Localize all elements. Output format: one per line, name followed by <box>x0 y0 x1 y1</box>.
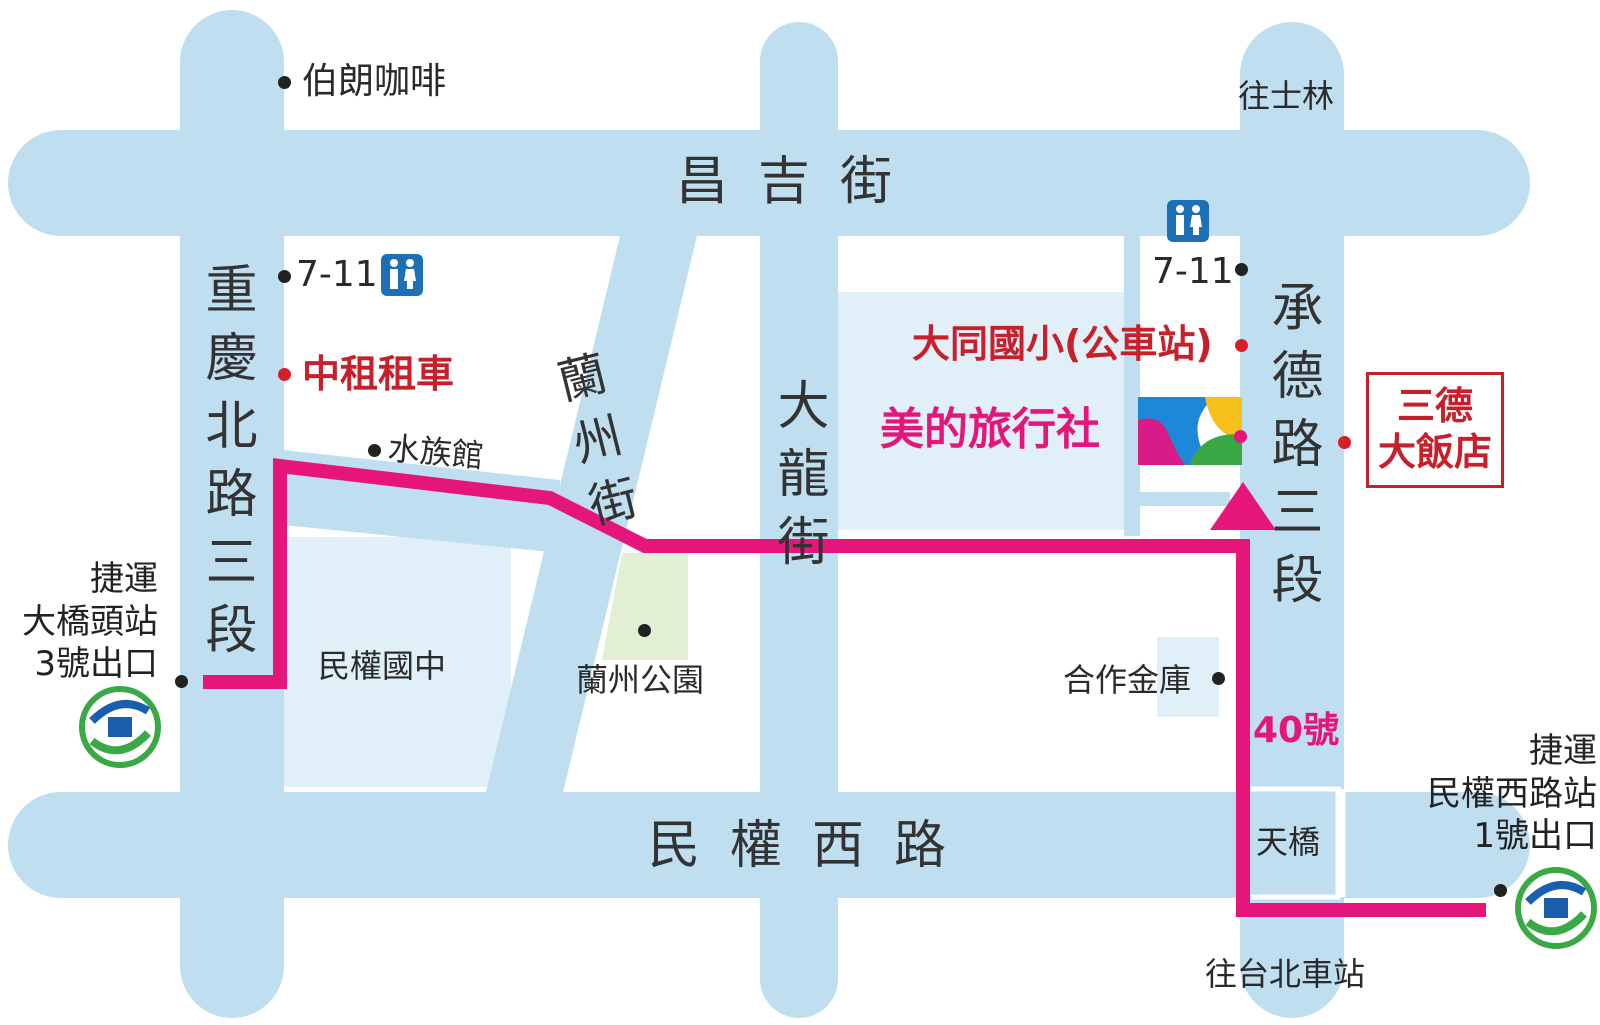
road-label-minquan-west: 民權西路 <box>648 816 977 876</box>
poi-lanzhou-park[interactable]: 蘭州公園 <box>576 661 705 699</box>
taipei-metro-logo-icon <box>79 686 161 768</box>
mrt-minquan-west-line3: 1號出口 <box>1473 816 1597 856</box>
seven-eleven-right-marker <box>1235 263 1248 276</box>
seven-eleven-left-marker <box>278 270 291 283</box>
direction-to-shilin: 往士林 <box>1238 77 1335 115</box>
block-minquan-junior-high <box>283 537 511 787</box>
poi-aquarium[interactable]: 水族館 <box>386 429 486 476</box>
mrt-minquan-west-line2: 民權西路站 <box>1427 773 1597 814</box>
mrt-daqiaotou-label[interactable]: 捷運 大橋頭站 3號出口 <box>22 558 158 686</box>
road-school-lane[interactable] <box>1128 492 1230 506</box>
mrt-daqiaotou-marker <box>175 675 188 688</box>
restroom-icon <box>1167 200 1209 242</box>
road-dalong[interactable] <box>760 22 838 1018</box>
poi-seven-eleven-right[interactable]: 7-11 <box>1152 251 1234 292</box>
road-label-chongqing-north: 重慶北路三段 <box>196 262 256 670</box>
block-cooperative-bank <box>1157 637 1219 717</box>
mrt-minquan-west-marker <box>1494 884 1507 897</box>
car-rental-marker <box>278 368 291 381</box>
hotel-name-line1: 三德 <box>1396 384 1473 429</box>
hotel-marker <box>1338 436 1351 449</box>
lanzhou-park-marker <box>638 624 651 637</box>
cooperative-bank-marker <box>1212 672 1225 685</box>
route-arrow <box>1210 482 1276 530</box>
skybridge[interactable] <box>1243 786 1341 900</box>
poi-travel-agency[interactable]: 美的旅行社 <box>880 404 1100 455</box>
poi-datong-elementary[interactable]: 大同國小(公車站) <box>912 322 1213 366</box>
poi-hotel[interactable]: 三德大飯店 <box>1366 372 1504 488</box>
bus-route-label: 40號 <box>1253 710 1340 751</box>
poi-cooperative-bank[interactable]: 合作金庫 <box>1063 661 1192 699</box>
road-label-chengde: 承德路三段 <box>1262 280 1322 620</box>
road-label-changji: 昌吉街 <box>676 152 923 212</box>
poi-car-rental[interactable]: 中租租車 <box>302 352 455 396</box>
mrt-daqiaotou-line2: 大橋頭站 <box>22 601 158 642</box>
travel-agency-marker <box>1234 430 1247 443</box>
road-side-lane[interactable] <box>1124 236 1140 536</box>
travel-agency-logo-icon <box>1138 397 1242 465</box>
aquarium-marker <box>368 444 381 457</box>
skybridge-label: 天橋 <box>1256 823 1321 861</box>
walking-route <box>203 458 1486 917</box>
road-chongqing-north[interactable] <box>180 10 284 1018</box>
mrt-daqiaotou-line1: 捷運 <box>90 559 158 599</box>
block-school <box>838 292 1128 530</box>
mrt-daqiaotou-line3: 3號出口 <box>34 644 158 684</box>
taipei-metro-logo-icon <box>1515 867 1597 949</box>
brown-coffee-marker <box>278 76 291 89</box>
lanzhou-park-area <box>602 553 688 660</box>
road-label-dalong: 大龍街 <box>768 378 828 582</box>
road-chengde[interactable] <box>1240 22 1344 1018</box>
datong-elementary-marker <box>1235 339 1248 352</box>
mrt-minquan-west-line1: 捷運 <box>1529 731 1597 771</box>
direction-to-taipei-station: 往台北車站 <box>1205 955 1366 993</box>
poi-minquan-junior-high[interactable]: 民權國中 <box>318 647 447 685</box>
hotel-name-line2: 大飯店 <box>1377 430 1492 474</box>
poi-brown-coffee[interactable]: 伯朗咖啡 <box>302 61 447 102</box>
restroom-icon <box>381 254 423 296</box>
poi-seven-eleven-left[interactable]: 7-11 <box>296 254 378 295</box>
mrt-minquan-west-label[interactable]: 捷運 民權西路站 1號出口 <box>1427 730 1597 858</box>
